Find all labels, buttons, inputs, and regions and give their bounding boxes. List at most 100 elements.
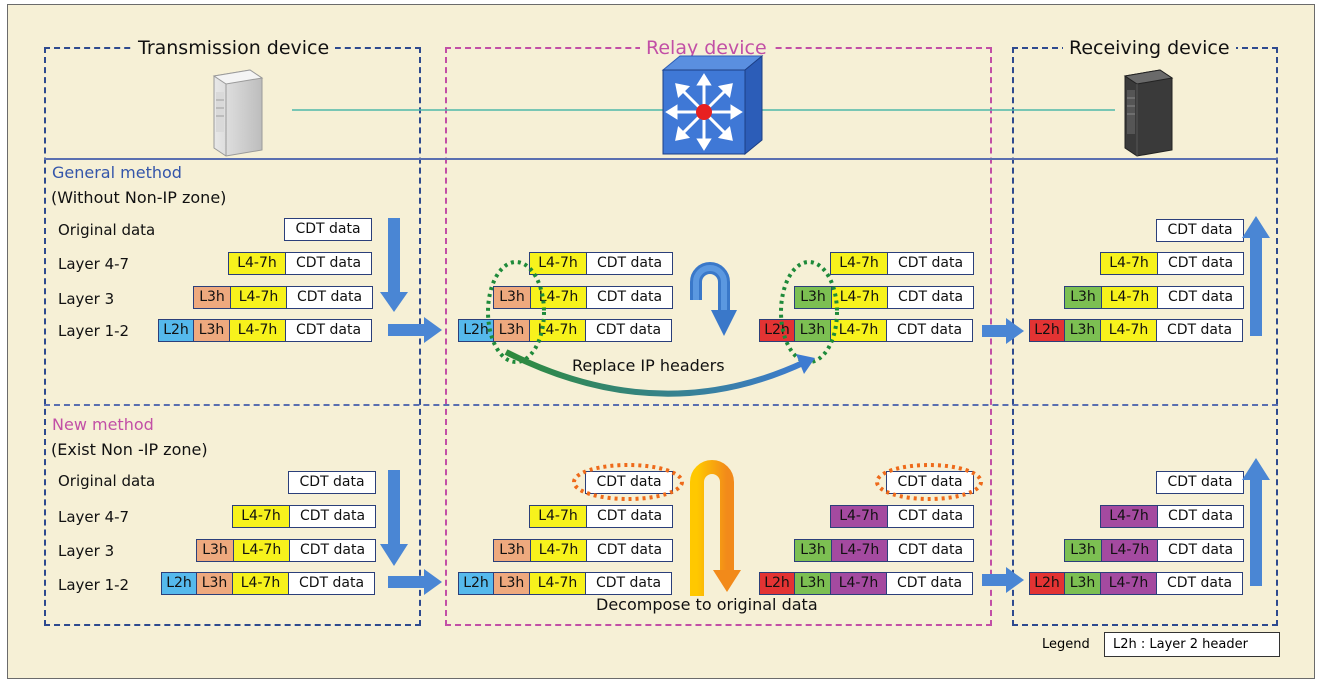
l2-header-cell: L2h (162, 573, 196, 594)
l3-header-cell: L3h (795, 540, 831, 561)
packet-layer-4-7: L4-7h CDT data (228, 252, 372, 275)
l4-7-header-cell: L4-7h (232, 573, 288, 594)
relay-in-layer-4-7: L4-7h CDT data (529, 505, 673, 528)
cdt-data-cell: CDT data (887, 472, 973, 493)
u-turn-arrow-icon (690, 262, 737, 336)
l4-7-header-cell: L4-7h (229, 320, 285, 341)
l3-header-cell: L3h (494, 287, 530, 308)
relay-out-layer-3: L3h L4-7h CDT data (794, 286, 974, 309)
right-arrow-icon (388, 569, 442, 595)
server-tower-icon (1123, 69, 1174, 157)
l4-7-header-cell: L4-7h (530, 253, 586, 274)
layer-label: Original data (58, 221, 156, 239)
l3-header-cell: L3h (196, 573, 232, 594)
l4-7-header-cell: L4-7h (230, 287, 286, 308)
cdt-data-cell: CDT data (1157, 540, 1243, 561)
l3-header-cell: L3h (795, 287, 831, 308)
cdt-data-cell: CDT data (586, 253, 672, 274)
cdt-data-cell: CDT data (1156, 320, 1242, 341)
cdt-data-cell: CDT data (289, 540, 375, 561)
legend-box: L2h : Layer 2 header (1104, 632, 1280, 657)
packet-layer-3: L3h L4-7h CDT data (196, 539, 376, 562)
l4-7-header-cell: L4-7h (529, 320, 585, 341)
right-arrow-icon (982, 318, 1024, 344)
l3-header-cell: L3h (1064, 320, 1100, 341)
legend-label: Legend (1042, 637, 1090, 652)
packet-layer-4-7: L4-7h CDT data (232, 505, 376, 528)
general-method-title: General method (52, 163, 182, 182)
l2-header-cell: L2h (459, 573, 493, 594)
l3-header-cell: L3h (197, 540, 233, 561)
relay-title: Relay device (640, 37, 773, 59)
cdt-data-cell: CDT data (1156, 573, 1242, 594)
l3-header-cell: L3h (1064, 573, 1100, 594)
l4-7-header-cell: L4-7h (831, 253, 887, 274)
relay-out-layer-4-7: L4-7h CDT data (830, 252, 974, 275)
layer-label: Layer 3 (58, 290, 115, 308)
receive-layer-3: L3h L4-7h CDT data (1064, 539, 1244, 562)
l4-7-header-cell: L4-7h (233, 506, 289, 527)
l4-7-header-cell: L4-7h (831, 287, 887, 308)
relay-in-original: CDT data (585, 471, 673, 494)
l3-header-cell: L3h (494, 540, 530, 561)
relay-out-original: CDT data (886, 471, 974, 494)
l4-7-header-cell: L4-7h (529, 573, 585, 594)
receiving-title: Receiving device (1063, 37, 1236, 59)
down-arrow-icon (380, 218, 408, 312)
cdt-data-cell: CDT data (1157, 253, 1243, 274)
cdt-data-cell: CDT data (585, 320, 671, 341)
section-divider-middle (44, 404, 1278, 406)
layer-label: Layer 1-2 (58, 322, 130, 340)
packet-original: CDT data (288, 471, 376, 494)
new-method-title: New method (52, 415, 154, 434)
receive-layer-1-2: L2h L3h L4-7h CDT data (1029, 572, 1243, 595)
relay-out-layer-3: L3h L4-7h CDT data (794, 539, 974, 562)
relay-in-layer-1-2: L2h L3h L4-7h CDT data (458, 319, 672, 342)
right-arrow-icon (388, 317, 442, 343)
decompose-annotation: Decompose to original data (596, 595, 818, 614)
l2-header-cell: L2h (1030, 573, 1064, 594)
l4-7-header-cell: L4-7h (831, 540, 887, 561)
u-turn-arrow-icon (690, 460, 741, 596)
cdt-data-cell: CDT data (886, 320, 972, 341)
cdt-data-cell: CDT data (586, 472, 672, 493)
packet-layer-3: L3h L4-7h CDT data (193, 286, 373, 309)
network-switch-icon (661, 54, 764, 156)
up-arrow-icon (1242, 216, 1270, 336)
relay-in-layer-4-7: L4-7h CDT data (529, 252, 673, 275)
l3-highlight-ellipse (486, 260, 546, 364)
l4-7-header-cell: L4-7h (1100, 573, 1156, 594)
cdt-data-cell: CDT data (289, 472, 375, 493)
cdt-data-cell: CDT data (887, 506, 973, 527)
cdt-data-cell: CDT data (288, 573, 374, 594)
section-divider-top (44, 158, 1278, 160)
legend-item: L2h : Layer 2 header (1113, 637, 1248, 652)
relay-out-layer-4-7: L4-7h CDT data (830, 505, 974, 528)
receive-original: CDT data (1156, 471, 1244, 494)
receive-layer-3: L3h L4-7h CDT data (1064, 286, 1244, 309)
cdt-data-cell: CDT data (285, 253, 371, 274)
cdt-data-cell: CDT data (285, 219, 371, 240)
relay-in-layer-1-2: L2h L3h L4-7h CDT data (458, 572, 672, 595)
l4-7-header-cell: L4-7h (229, 253, 285, 274)
new-method-subtitle: (Exist Non -IP zone) (51, 440, 208, 459)
packet-layer-1-2: L2h L3h L4-7h CDT data (161, 572, 375, 595)
cdt-data-cell: CDT data (586, 506, 672, 527)
server-tower-icon (212, 69, 264, 157)
l3-header-cell: L3h (1065, 540, 1101, 561)
l2-header-cell: L2h (1030, 320, 1064, 341)
l3-highlight-ellipse (779, 260, 839, 364)
cdt-data-cell: CDT data (887, 253, 973, 274)
cdt-data-cell: CDT data (585, 573, 671, 594)
layer-label: Layer 1-2 (58, 576, 130, 594)
transmission-title: Transmission device (132, 37, 336, 59)
up-arrow-icon (1242, 458, 1270, 586)
cdt-data-cell: CDT data (1157, 287, 1243, 308)
l3-header-cell: L3h (1065, 287, 1101, 308)
l3-header-cell: L3h (194, 287, 230, 308)
l3-header-cell: L3h (493, 320, 529, 341)
l3-header-cell: L3h (493, 573, 529, 594)
l2-header-cell: L2h (159, 320, 193, 341)
cdt-data-cell: CDT data (285, 320, 371, 341)
